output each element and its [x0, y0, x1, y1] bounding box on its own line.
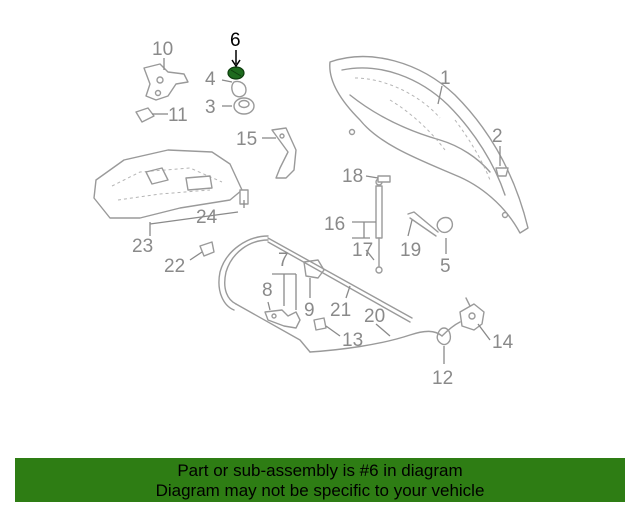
callout-1: 1 — [440, 68, 451, 89]
callout-13: 13 — [342, 330, 363, 351]
parts-diagram: 1 2 3 4 5 6 7 8 9 10 11 12 13 14 15 16 1… — [93, 30, 529, 389]
callout-24: 24 — [196, 207, 218, 228]
hood-seal-part[interactable] — [218, 235, 413, 353]
callout-3: 3 — [205, 97, 216, 118]
hinge-part[interactable] — [143, 63, 189, 101]
callout-15: 15 — [236, 129, 257, 150]
callout-5: 5 — [440, 256, 451, 277]
info-banner: Part or sub-assembly is #6 in diagram Di… — [15, 458, 625, 502]
hood-latch-part[interactable] — [459, 297, 485, 331]
cable-end-part[interactable] — [436, 327, 452, 346]
grommet-part[interactable] — [233, 97, 255, 115]
seal-clip-part[interactable] — [436, 216, 454, 234]
highlighted-part-6[interactable] — [227, 66, 245, 80]
callout-6: 6 — [230, 30, 241, 51]
strut-pin-part-18[interactable] — [377, 175, 391, 183]
callout-16: 16 — [324, 214, 345, 235]
latch-part-8[interactable] — [264, 309, 301, 329]
hinge-arm-part[interactable] — [271, 127, 297, 179]
banner-line-2: Diagram may not be specific to your vehi… — [155, 481, 485, 500]
release-cable-part[interactable] — [309, 321, 461, 353]
hood-panel[interactable] — [329, 55, 529, 234]
pad-part[interactable] — [135, 107, 155, 123]
callout-17: 17 — [352, 240, 373, 261]
callout-20: 20 — [364, 306, 385, 327]
clip-part-13[interactable] — [313, 317, 327, 331]
prop-rod-part[interactable] — [407, 211, 439, 237]
clip-part-22[interactable] — [199, 241, 215, 257]
callout-7: 7 — [278, 250, 289, 271]
callout-2: 2 — [492, 126, 503, 147]
banner-line-1: Part or sub-assembly is #6 in diagram — [177, 461, 463, 480]
callout-12: 12 — [432, 368, 453, 389]
hood-bumper-stop[interactable] — [495, 167, 509, 177]
callout-4: 4 — [205, 69, 216, 90]
leader-lines — [149, 50, 501, 364]
callout-23: 23 — [132, 236, 153, 257]
callout-8: 8 — [262, 280, 273, 301]
callout-18: 18 — [342, 166, 363, 187]
gas-strut-part[interactable] — [375, 178, 383, 274]
callout-9: 9 — [304, 300, 315, 321]
latch-bracket-part-9[interactable] — [303, 259, 325, 279]
callout-11: 11 — [168, 105, 188, 126]
hood-insulator-part[interactable] — [93, 149, 243, 219]
retainer-part[interactable] — [239, 189, 249, 205]
callout-numbers: 1 2 3 4 5 6 7 8 9 10 11 12 13 14 15 16 1… — [132, 30, 514, 389]
callout-22: 22 — [164, 256, 185, 277]
callout-19: 19 — [400, 240, 421, 261]
clip-part[interactable] — [231, 80, 247, 98]
callout-10: 10 — [152, 39, 173, 60]
callout-14: 14 — [492, 332, 514, 353]
callout-21: 21 — [330, 300, 351, 321]
